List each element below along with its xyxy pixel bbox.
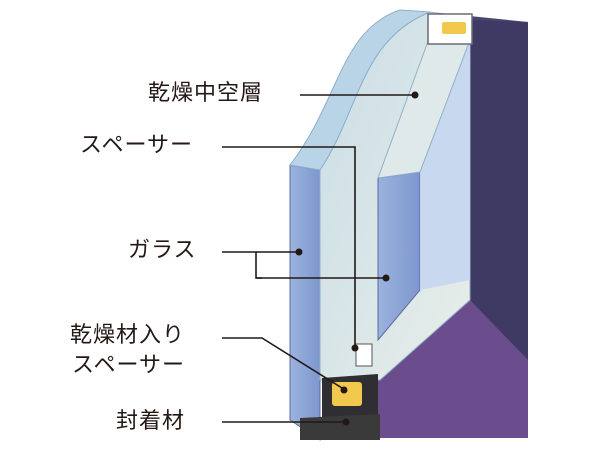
leader-dots	[295, 91, 419, 426]
bottom-sealant	[300, 414, 380, 440]
leader-lines	[222, 94, 415, 423]
label-drying-air-layer: 乾燥中空層	[148, 81, 264, 106]
bottom-desiccant	[332, 382, 362, 406]
label-desiccant-spacer-line1: 乾燥材入り	[70, 323, 186, 348]
label-spacer: スペーサー	[80, 133, 194, 158]
frame-bottom-face	[330, 300, 528, 438]
outer-glass-edge	[289, 164, 321, 441]
spacer-tab	[355, 343, 373, 367]
inner-glass-light	[420, 40, 470, 290]
top-desiccant	[442, 22, 466, 34]
label-glass: ガラス	[128, 238, 197, 263]
label-desiccant-spacer-line2: スペーサー	[72, 353, 186, 378]
label-sealant: 封着材	[116, 409, 186, 434]
leader-spacer	[222, 146, 356, 346]
leader-glass-bracket	[222, 251, 262, 279]
outer-glass-top-edge	[289, 9, 431, 171]
leader-desiccant	[222, 337, 343, 389]
